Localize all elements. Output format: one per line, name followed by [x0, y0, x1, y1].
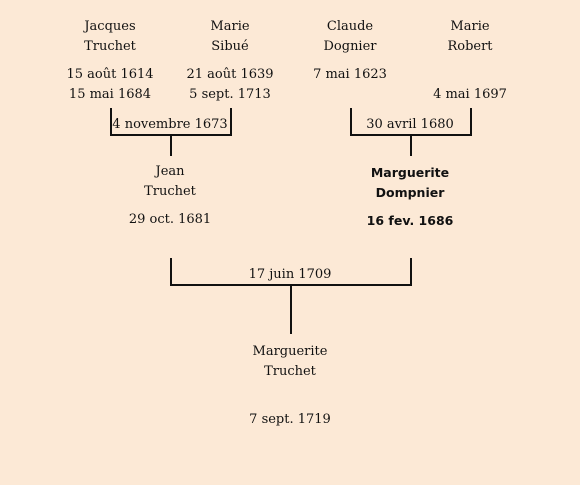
parent-jean-birth: 29 oct. 1681 [128, 212, 212, 227]
connector-bottom-bar [170, 284, 412, 286]
connector-right-drop-1 [350, 108, 352, 136]
marriage-date-left: 4 novembre 1673 [112, 117, 228, 132]
last-name: Robert [447, 39, 493, 54]
first-name: Marguerite [370, 165, 450, 180]
first-name: Jean [155, 164, 185, 179]
child-marguerite-birth: 7 sept. 1719 [249, 412, 331, 427]
last-name: Truchet [84, 39, 136, 54]
death-date: 15 mai 1684 [68, 87, 152, 102]
connector-right-drop-2 [470, 108, 472, 136]
first-name: Claude [326, 19, 374, 34]
ancestor-marie-robert-name: Marie Robert [447, 17, 492, 57]
connector-bottom-drop-2 [410, 258, 412, 286]
parent-jean-name: Jean Truchet [144, 162, 196, 202]
child-marguerite-name: Marguerite Truchet [253, 342, 328, 382]
parent-marguerite-dompnier-name: Marguerite Dompnier [371, 163, 449, 203]
connector-right-bar [350, 134, 472, 136]
first-name: Jacques [84, 19, 136, 34]
ancestor-marie-sibue-dates: 21 août 1639 5 sept. 1713 [186, 65, 273, 105]
ancestor-marie-robert-death: 4 mai 1697 [433, 85, 507, 105]
connector-left-bar [110, 134, 232, 136]
connector-left-drop-1 [110, 108, 112, 136]
death-date: 5 sept. 1713 [189, 87, 271, 102]
connector-left-drop-2 [230, 108, 232, 136]
connector-bottom-stem [290, 286, 292, 334]
last-name: Truchet [144, 184, 196, 199]
birth-date: 7 mai 1623 [313, 67, 387, 82]
birth-date: 21 août 1639 [186, 67, 274, 82]
ancestor-claude-name: Claude Dognier [323, 17, 376, 57]
first-name: Marguerite [252, 344, 328, 359]
marriage-date-right: 30 avril 1680 [366, 117, 454, 132]
death-date: 4 mai 1697 [433, 87, 507, 102]
connector-left-stem [170, 136, 172, 156]
first-name: Marie [210, 19, 250, 34]
last-name: Dompnier [375, 185, 445, 200]
birth-date: 15 août 1614 [66, 67, 154, 82]
connector-bottom-drop-1 [170, 258, 172, 286]
last-name: Truchet [264, 364, 316, 379]
ancestor-jacques-name: Jacques Truchet [84, 17, 136, 57]
ancestor-jacques-dates: 15 août 1614 15 mai 1684 [66, 65, 153, 105]
ancestor-claude-dates: 7 mai 1623 [313, 65, 387, 85]
first-name: Marie [450, 19, 490, 34]
last-name: Sibué [211, 39, 249, 54]
connector-right-stem [410, 136, 412, 156]
last-name: Dognier [323, 39, 377, 54]
marriage-date-bottom: 17 juin 1709 [248, 267, 332, 282]
parent-marguerite-dompnier-birth: 16 fev. 1686 [366, 213, 454, 228]
ancestor-marie-sibue-name: Marie Sibué [210, 17, 249, 57]
